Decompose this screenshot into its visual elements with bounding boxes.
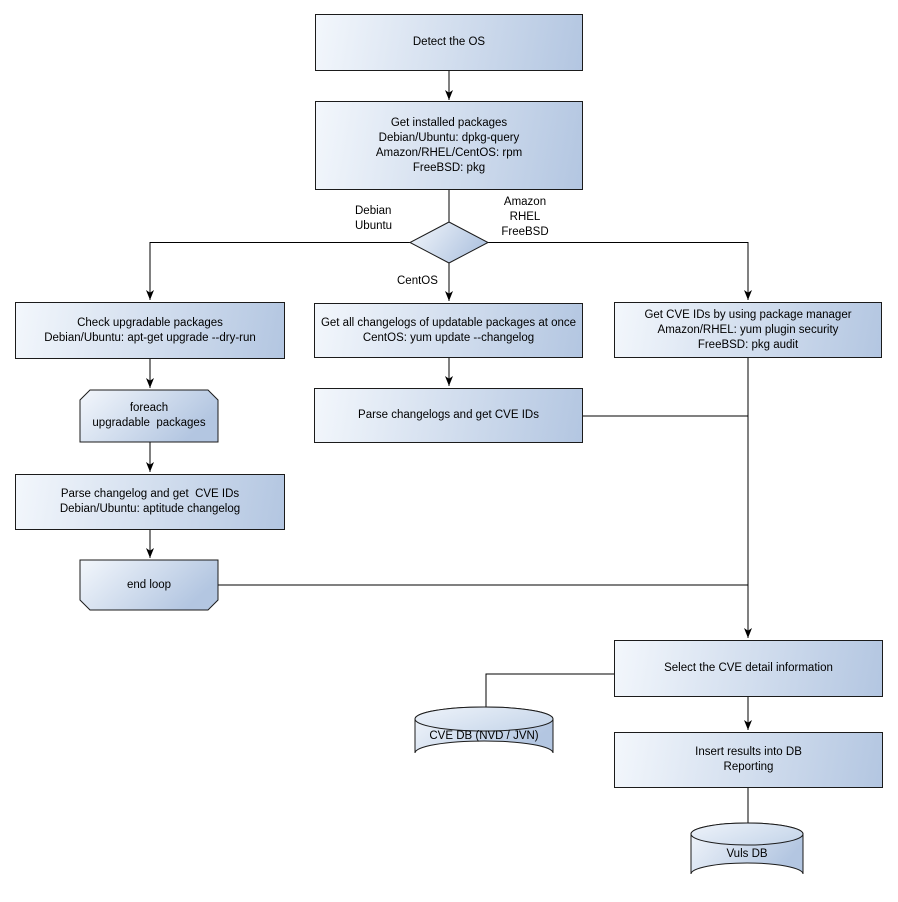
node-get-all-changelogs-label: Get all changelogs of updatable packages… [320, 316, 577, 344]
end-loop-label: end loop [80, 560, 218, 610]
node-parse-changelogs-centos: Parse changelogs and get CVE IDs [314, 388, 583, 443]
node-parse-changelogs-centos-label: Parse changelogs and get CVE IDs [358, 409, 539, 421]
end-loop-text: end loop [126, 578, 172, 591]
os-decision-diamond [408, 221, 490, 264]
node-insert-results: Insert results into DB Reporting [614, 732, 883, 788]
vuls-db-text: Vuls DB [726, 847, 768, 860]
vuls-db-label: Vuls DB [691, 829, 803, 879]
edge-label-debian-ubuntu: Debian Ubuntu [355, 205, 393, 232]
edge-decision-to-check-upgradable [146, 242, 410, 300]
cve-db-label: CVE DB (NVD / JVN) [415, 711, 553, 761]
connectors [146, 71, 752, 824]
cve-db-cylinder-top [414, 706, 554, 732]
node-get-installed-packages: Get installed packages Debian/Ubuntu: dp… [315, 101, 583, 190]
vuls-db-cylinder [690, 822, 804, 875]
edge-label-centos: CentOS [397, 275, 438, 287]
foreach-loop-text: foreach upgradable packages [92, 402, 206, 429]
node-get-cve-ids-package-manager-label: Get CVE IDs by using package manager Ama… [644, 308, 852, 351]
end-loop-shape [79, 559, 219, 611]
cve-db-cylinder [414, 706, 554, 754]
node-select-cve-detail-label: Select the CVE detail information [664, 662, 833, 674]
edge-label-amazon-rhel-freebsd: Amazon RHEL FreeBSD [501, 196, 549, 238]
foreach-loop-shape [79, 389, 219, 443]
node-detect-os: Detect the OS [315, 14, 583, 71]
cve-db-text: CVE DB (NVD / JVN) [429, 729, 539, 742]
node-get-all-changelogs: Get all changelogs of updatable packages… [314, 303, 583, 358]
node-get-installed-packages-label: Get installed packages Debian/Ubuntu: dp… [375, 116, 523, 174]
node-detect-os-label: Detect the OS [412, 36, 486, 48]
node-insert-results-label: Insert results into DB Reporting [695, 746, 802, 773]
node-check-upgradable-packages: Check upgradable packages Debian/Ubuntu:… [15, 302, 285, 359]
node-parse-changelog-debian-label: Parse changelog and get CVE IDs Debian/U… [59, 488, 241, 515]
vuls-db-cylinder-top [690, 822, 804, 846]
edge-decision-to-get-cve [488, 242, 752, 300]
node-select-cve-detail: Select the CVE detail information [614, 640, 883, 697]
foreach-loop-label: foreach upgradable packages [80, 390, 218, 442]
node-parse-changelog-debian: Parse changelog and get CVE IDs Debian/U… [15, 474, 285, 530]
edge-select-to-cvedb [485, 673, 614, 708]
node-check-upgradable-packages-label: Check upgradable packages Debian/Ubuntu:… [44, 316, 256, 344]
node-get-cve-ids-package-manager: Get CVE IDs by using package manager Ama… [614, 302, 882, 358]
